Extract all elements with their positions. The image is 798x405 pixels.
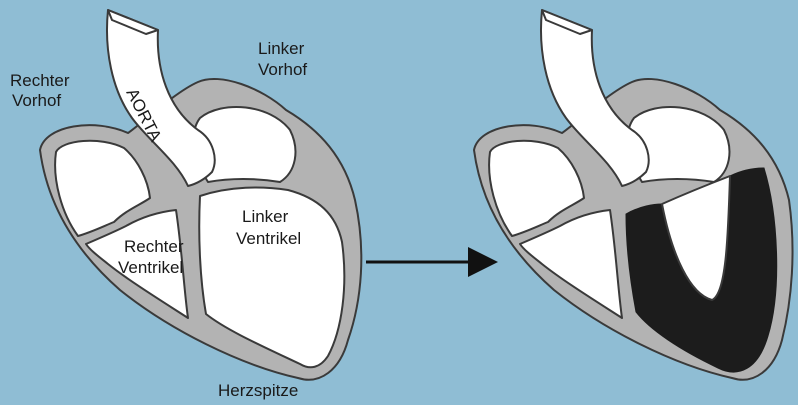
label-apex: Herzspitze [218,381,298,400]
label-left-ventricle-line2: Ventrikel [236,229,301,248]
label-right-atrium-line1: Rechter [10,71,70,90]
normal-heart [40,10,361,380]
hypertrophic-heart [474,10,793,380]
label-left-atrium-line1: Linker [258,39,305,58]
label-right-atrium-line2: Vorhof [12,91,61,110]
label-left-ventricle-line1: Linker [242,207,289,226]
label-left-atrium-line2: Vorhof [258,60,307,79]
label-right-ventricle-line2: Ventrikel [118,258,183,277]
label-right-ventricle-line1: Rechter [124,237,184,256]
